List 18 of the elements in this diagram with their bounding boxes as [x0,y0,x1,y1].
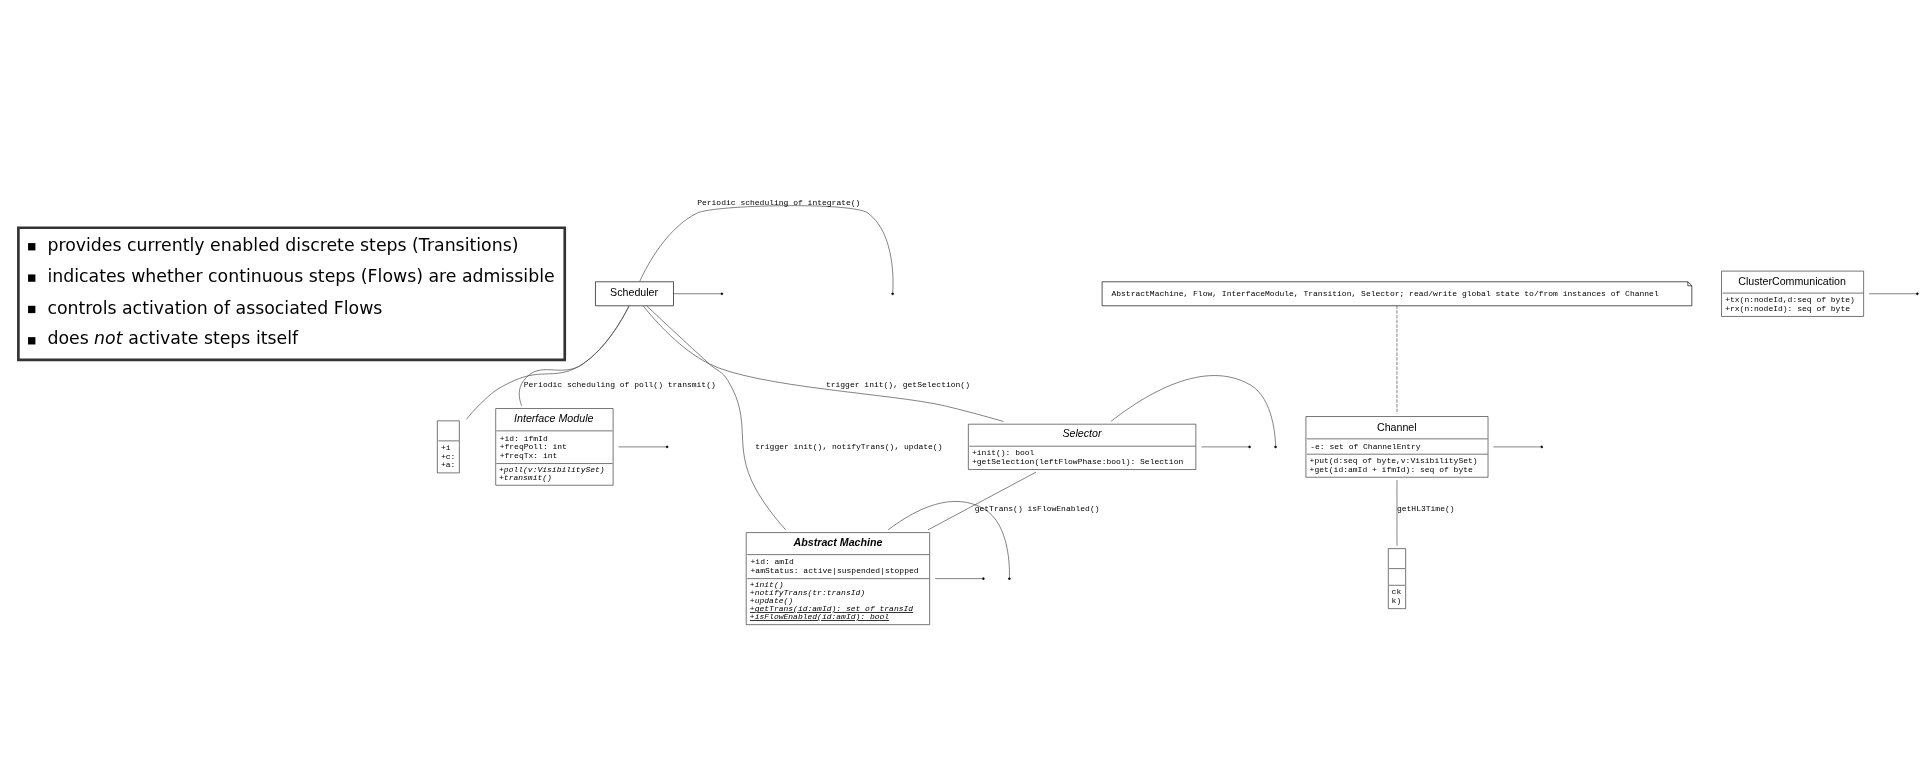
connector [1493,446,1541,448]
node-box: provides currently enabled discrete steps (Transitions) indicates whether continuous steps (Flows) are admissible controls activation of associated Flows does not activate steps itself [17,226,567,362]
connector [466,305,630,420]
connector [934,578,983,579]
connector [887,501,1010,578]
connector [1396,479,1398,547]
connector [1201,446,1249,448]
node-box: Scheduler [595,281,674,307]
connector [1110,375,1276,447]
connector [673,293,722,295]
connector [927,471,1037,531]
connector [518,305,630,407]
connector [646,305,786,531]
connector [618,446,667,448]
connector [639,205,894,294]
connector [1868,293,1917,295]
connector [1396,305,1398,414]
connector [642,305,1004,422]
